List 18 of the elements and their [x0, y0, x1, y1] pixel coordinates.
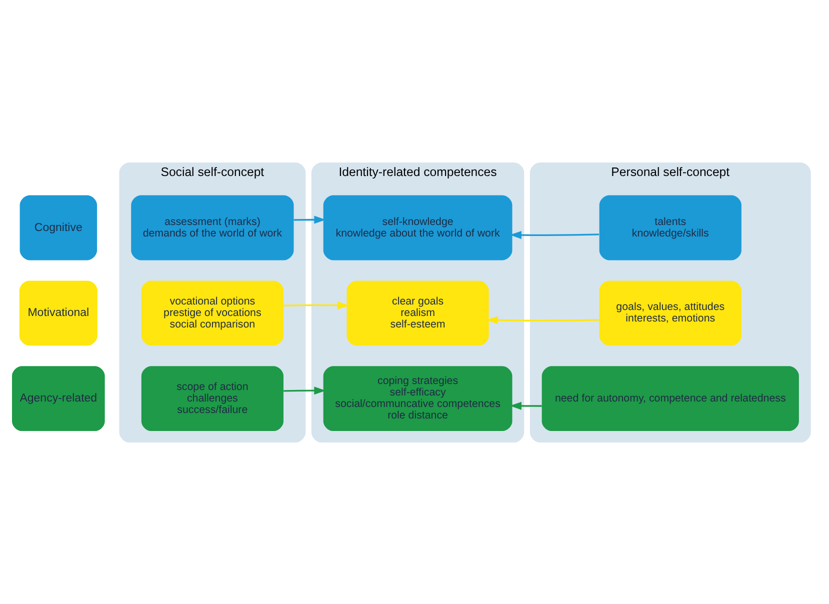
- arrow: [510, 401, 542, 410]
- node-box: clear goals realism self-esteem: [346, 280, 489, 346]
- arrow: [294, 215, 326, 224]
- node-box: vocational options prestige of vocations social comparison: [141, 280, 284, 346]
- node-box: talents knowledge/skills: [599, 194, 742, 260]
- arrow: [284, 300, 350, 309]
- arrow: [284, 386, 326, 394]
- node-box: scope of action challenges success/failure: [141, 366, 284, 431]
- node-box: assessment (marks) demands of the world of work: [131, 194, 294, 260]
- node-box: Motivational: [19, 280, 98, 346]
- arrow: [510, 230, 599, 239]
- node-box: Agency-related: [12, 366, 105, 431]
- node-box: goals, values, attitudes interests, emotions: [599, 280, 742, 346]
- node-box: coping strategies self-efficacy social/communcative competences role distance: [323, 366, 512, 431]
- arrow: [486, 316, 600, 324]
- node-box: self-knowledge knowledge about the world of work: [323, 194, 512, 260]
- node-box: Cognitive: [20, 194, 98, 260]
- node-box: need for autonomy, competence and relatedness: [542, 366, 799, 431]
